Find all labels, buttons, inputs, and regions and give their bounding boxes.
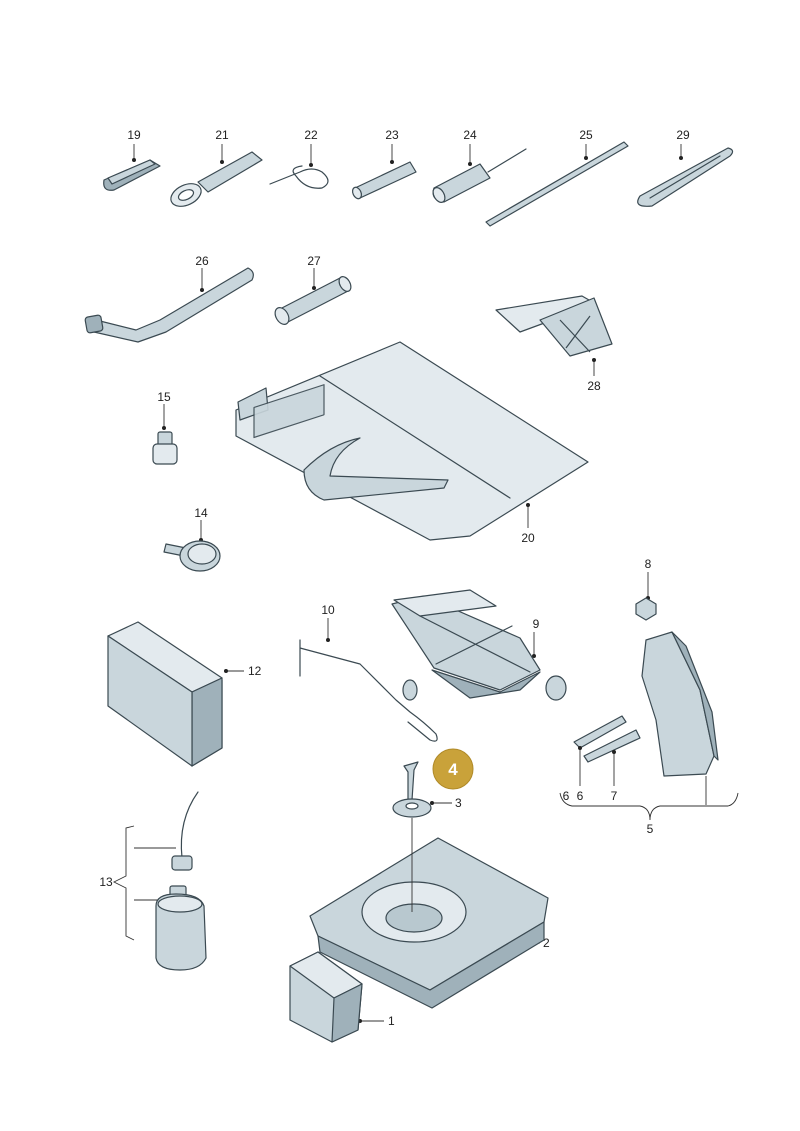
part-3: 3 (392, 796, 462, 818)
part-13: 13 (99, 791, 207, 971)
label-3: 3 (455, 796, 462, 810)
wheel-brace-icon (84, 267, 254, 343)
clip-icon (573, 715, 641, 763)
label-19: 19 (127, 128, 141, 142)
bolt-icon (403, 761, 419, 801)
label-4: 4 (448, 760, 458, 779)
part-21: 21 (170, 128, 263, 207)
part-15: 15 (152, 390, 178, 465)
part-28: 28 (495, 295, 613, 393)
label-21: 21 (215, 128, 229, 142)
label-6b: 6 (563, 789, 570, 803)
part-19: 19 (103, 128, 161, 191)
label-23: 23 (385, 128, 399, 142)
scissor-jack-icon (391, 589, 567, 701)
label-13: 13 (99, 875, 113, 889)
wedge-icon (637, 147, 734, 207)
box-icon (107, 621, 223, 767)
washer-icon (392, 798, 432, 818)
label-15: 15 (157, 390, 171, 404)
rod-icon (485, 141, 629, 227)
part-27: 27 (274, 254, 352, 325)
cup-icon (289, 951, 363, 1043)
wheel-chock-icon (495, 295, 613, 357)
label-26: 26 (195, 254, 209, 268)
label-20: 20 (521, 531, 535, 545)
tray-icon (309, 818, 549, 1009)
pressure-gauge-icon (163, 540, 221, 572)
part-5: 6 7 6 5 (559, 631, 739, 836)
towing-eye-icon (170, 151, 263, 207)
towing-clip-icon (103, 159, 161, 191)
tool-holder-icon (641, 631, 719, 777)
label-5: 5 (647, 822, 654, 836)
part-22: 22 (269, 128, 329, 189)
label-22: 22 (304, 128, 318, 142)
part-24: 24 (432, 128, 527, 203)
tool-bag-icon (235, 341, 589, 541)
part-29: 29 (637, 128, 734, 207)
label-7: 7 (611, 789, 618, 803)
part-12: 12 (107, 621, 262, 767)
label-12: 12 (248, 664, 262, 678)
screwdriver-icon (432, 148, 527, 203)
part-10: 10 (299, 603, 438, 742)
socket-icon (274, 276, 352, 325)
part-1: 1 (289, 951, 395, 1043)
part-26: 26 (84, 254, 254, 343)
label-2: 2 (543, 936, 550, 950)
label-10: 10 (321, 603, 335, 617)
label-9: 9 (533, 617, 540, 631)
label-8: 8 (645, 557, 652, 571)
nut-icon (635, 597, 657, 621)
label-29: 29 (676, 128, 690, 142)
bolt-sleeve-icon (351, 161, 417, 200)
adapter-icon (152, 431, 178, 465)
part-9: 9 (391, 589, 567, 701)
highlight-badge: 4 (432, 748, 474, 790)
crank-handle-icon (299, 639, 438, 742)
label-28: 28 (587, 379, 601, 393)
label-6a: 6 (577, 789, 584, 803)
label-27: 27 (307, 254, 321, 268)
label-14: 14 (194, 506, 208, 520)
part-2: 2 (309, 818, 550, 1009)
part-4: 4 (403, 748, 474, 801)
wire-hook-icon (269, 165, 329, 189)
part-20: 20 (235, 341, 589, 545)
part-25: 25 (485, 128, 629, 227)
label-24: 24 (463, 128, 477, 142)
label-1: 1 (388, 1014, 395, 1028)
part-8: 8 (635, 557, 657, 621)
part-14: 14 (163, 506, 221, 572)
sealant-bottle-icon (155, 791, 207, 971)
label-25: 25 (579, 128, 593, 142)
part-23: 23 (351, 128, 417, 200)
